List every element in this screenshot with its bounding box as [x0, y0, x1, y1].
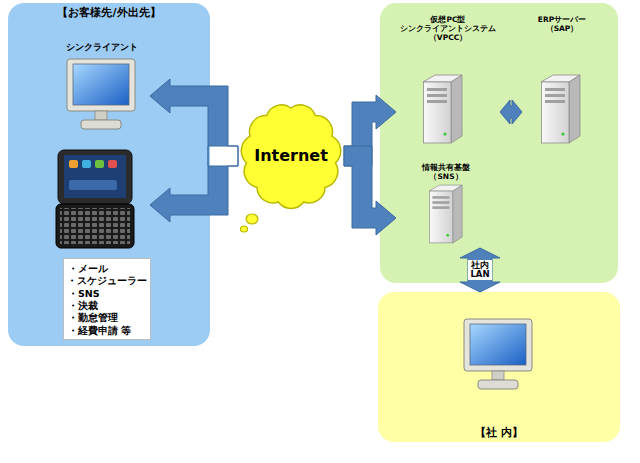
panel-heading: 【社 内】: [381, 426, 617, 439]
list-item: ・経費申請 等: [68, 325, 146, 337]
app-icon: [69, 160, 78, 168]
panel-outline: [378, 292, 620, 442]
cloud-bubble: [246, 214, 258, 224]
office-panel: 【社 内】: [378, 292, 620, 442]
cloud-label: Internet: [241, 146, 341, 165]
vpcc-server-icon: [423, 75, 462, 143]
app-icon: [82, 160, 91, 168]
server-label: ERPサーバー （SAP）: [525, 15, 599, 33]
panel-fill: [378, 292, 620, 442]
sns-server: 情報共有基盤 （SNS）: [396, 160, 496, 248]
sns-server-icon: [429, 185, 462, 243]
site-panel: 【お客様先/外出先】シンクライアント・メール・スケジューラー・SNS・決裁・勤怠…: [8, 3, 210, 346]
app-icon: [95, 160, 104, 168]
cloud-fill: [241, 105, 340, 209]
cloud-bubble: [241, 226, 248, 232]
app-bar: [69, 180, 117, 190]
double-arrow: [500, 100, 522, 124]
list-item: ・スケジューラー: [67, 275, 147, 287]
app-icon: [108, 160, 117, 168]
erp-server: ERPサーバー （SAP）: [522, 12, 602, 152]
phone-body: [58, 150, 132, 204]
vpcc-server: 仮想PC型 シンクライアントシステム （VPCC）: [396, 12, 500, 152]
server-label: 仮想PC型 シンクライアントシステム （VPCC）: [400, 15, 496, 42]
list-item: ・決裁: [68, 300, 146, 312]
thin-client-group: シンクライアント: [53, 39, 150, 255]
device-label: シンクライアント: [56, 42, 147, 53]
double-arrow: [460, 248, 500, 292]
list-item: ・勤怠管理: [68, 312, 146, 324]
erp-server-icon: [541, 75, 580, 143]
list-item: ・SNS: [68, 288, 146, 300]
server-zone-panel: [380, 3, 618, 283]
link-label: 社内 LAN: [468, 260, 492, 281]
feature-list: ・メール・スケジューラー・SNS・決裁・勤怠管理・経費申請 等: [63, 258, 151, 340]
list-item: ・メール: [68, 263, 146, 275]
internet-cloud: Internet: [238, 100, 344, 212]
block-arrow: [344, 146, 396, 235]
panel-fill: [8, 3, 210, 346]
phone-keyboard: [56, 204, 134, 248]
phone-screen: [64, 155, 126, 198]
panel-heading: 【お客様先/外出先】: [11, 6, 207, 19]
mobile-device: [56, 150, 134, 248]
phone-keys: [60, 208, 130, 244]
server-label: 情報共有基盤 （SNS）: [415, 163, 477, 181]
